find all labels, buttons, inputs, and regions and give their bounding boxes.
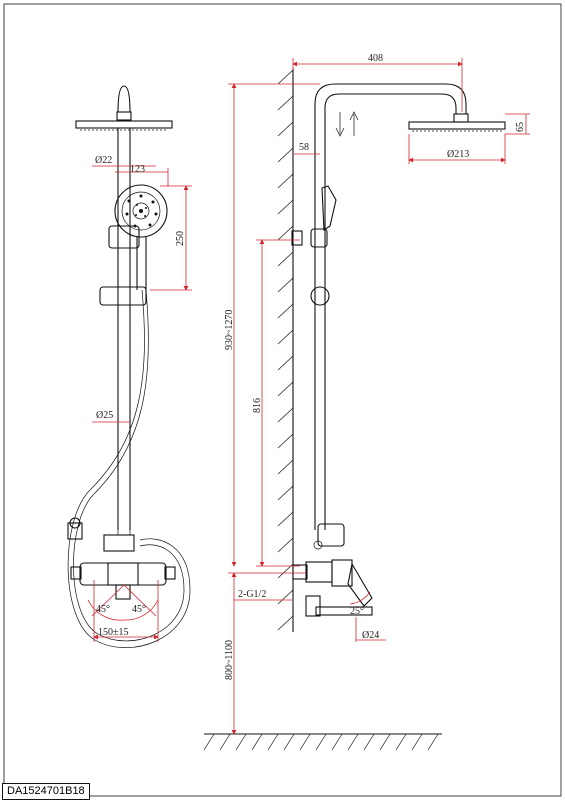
- height-range-label: 930~1270: [224, 310, 235, 350]
- front-view: 45° 45° Ø22 123 250 Ø25 150±15: [67, 85, 192, 648]
- angle-marks: 45° 45°: [87, 584, 159, 621]
- left-angle-label: 45°: [96, 604, 110, 615]
- thread-label: 2-G1/2: [238, 589, 266, 600]
- bracket-spacing-label: 816: [252, 398, 263, 413]
- side-dimensions: 408 65 Ø213 58 816 930~1270 2-G1/2 25°: [224, 53, 530, 735]
- flow-down-icon: [335, 112, 345, 137]
- head-height-label: 65: [515, 122, 526, 132]
- drawing-code: DA1524701B18: [2, 783, 90, 800]
- side-hand-shower: [321, 185, 337, 231]
- side-riser-pipe: [291, 83, 506, 617]
- head-diameter-label: Ø213: [447, 149, 469, 160]
- side-spout: [315, 606, 373, 616]
- mixer-spacing-label: 150±15: [98, 627, 129, 638]
- right-angle-label: 45°: [132, 604, 146, 615]
- wall: [277, 68, 294, 632]
- floor: [203, 733, 442, 751]
- side-shower-head: [408, 121, 506, 130]
- spout-diameter-label: Ø24: [362, 630, 379, 641]
- riser-pipe: [99, 128, 147, 530]
- arm-length-label: 408: [368, 53, 383, 64]
- hand-shower: [114, 184, 168, 290]
- pipe-diameter-label: Ø25: [96, 410, 113, 421]
- front-dimensions: Ø22 123 250 Ø25 150±15: [92, 155, 192, 642]
- diverter-body: [103, 534, 135, 552]
- top-shower-head: [75, 85, 173, 131]
- side-handle: [347, 562, 373, 607]
- flow-up-icon: [349, 111, 359, 136]
- sheet-border: [3, 3, 562, 797]
- install-height-label: 800~1100: [224, 640, 235, 680]
- mixer-body: [70, 562, 176, 600]
- side-view: 408 65 Ø213 58 816 930~1270 2-G1/2 25°: [203, 53, 530, 751]
- shower-hose: [67, 289, 191, 648]
- hand-shower-width-label: 123: [130, 164, 145, 175]
- spout-angle-label: 25°: [350, 606, 364, 617]
- side-diverter: [317, 523, 345, 547]
- wall-offset-label: 58: [299, 142, 309, 153]
- hand-shower-height-label: 250: [175, 231, 186, 246]
- hose-connector: [67, 522, 83, 540]
- hose-diameter-label: Ø22: [95, 155, 112, 166]
